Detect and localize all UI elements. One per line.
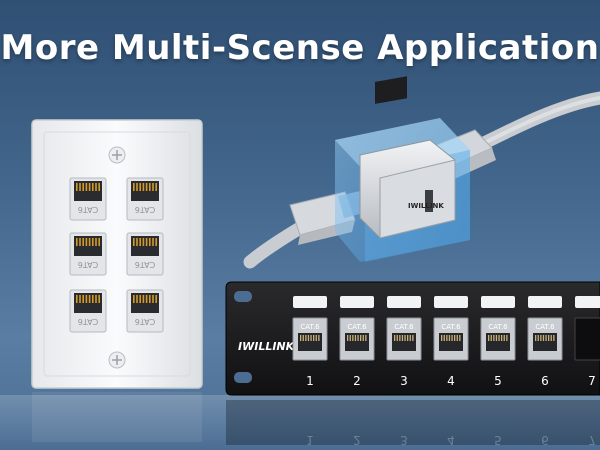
port-label: CAT.6 xyxy=(535,323,555,331)
panel-port-1[interactable]: CAT.6 1 xyxy=(292,296,328,388)
cable xyxy=(243,221,307,269)
port-label-slot xyxy=(434,296,468,308)
port-label: CAT.6 xyxy=(394,323,414,331)
port-label-slot xyxy=(528,296,562,308)
screw-icon xyxy=(108,351,126,369)
panel-reflection xyxy=(226,400,600,445)
port-label: CAT.6 xyxy=(441,323,461,331)
wall-jack[interactable]: CAT6 xyxy=(126,289,164,333)
panel-reflection-numbers: 1 2 3 4 5 6 7 xyxy=(306,433,596,447)
reflected-port-number: 2 xyxy=(353,433,361,447)
jack-label: CAT6 xyxy=(78,317,98,326)
mount-hole xyxy=(234,291,252,302)
panel-port-6[interactable]: CAT.6 6 xyxy=(527,296,563,388)
reflected-port-number: 6 xyxy=(541,433,549,447)
panel-port-3[interactable]: CAT.6 3 xyxy=(386,296,422,388)
mount-hole xyxy=(234,372,252,383)
port-number: 2 xyxy=(353,374,361,388)
port-number: 3 xyxy=(400,374,408,388)
port-label: CAT.6 xyxy=(347,323,367,331)
reflected-port-number: 7 xyxy=(588,433,596,447)
patch-panel-ports: CAT.6 1 CAT.6 2 CAT.6 3 CAT.6 4 CAT.6 5 CAT.6 6 7 xyxy=(292,296,600,388)
port-label-slot xyxy=(575,296,600,308)
reflected-port-number: 1 xyxy=(306,433,314,447)
panel-port-4[interactable]: CAT.6 4 xyxy=(433,296,469,388)
panel-port-7[interactable]: 7 xyxy=(574,296,600,388)
reflected-port-number: 5 xyxy=(494,433,502,447)
wall-jack[interactable]: CAT6 xyxy=(69,289,107,333)
panel-brand: IWILLINK xyxy=(238,340,296,353)
coupler-brand: IWILLINK xyxy=(408,202,444,210)
jack-label: CAT6 xyxy=(135,260,155,269)
jack-label: CAT6 xyxy=(78,260,98,269)
port-number: 4 xyxy=(447,374,455,388)
port-label: CAT.6 xyxy=(488,323,508,331)
port-number: 5 xyxy=(494,374,502,388)
port-label-slot xyxy=(293,296,327,308)
headline: More Multi-Scense Application xyxy=(0,28,600,68)
wall-jack[interactable]: CAT6 xyxy=(69,177,107,221)
jack-label: CAT6 xyxy=(135,317,155,326)
port-number: 6 xyxy=(541,374,549,388)
reflected-port-number: 3 xyxy=(400,433,408,447)
panel-port-5[interactable]: CAT.6 5 xyxy=(480,296,516,388)
jack-label: CAT6 xyxy=(78,205,98,214)
wall-jack[interactable]: CAT6 xyxy=(126,232,164,276)
coupler-body: IWILLINK xyxy=(359,76,456,239)
port-label-slot xyxy=(387,296,421,308)
panel-port-2[interactable]: CAT.6 2 xyxy=(339,296,375,388)
port-label: CAT.6 xyxy=(300,323,320,331)
wall-jack[interactable]: CAT6 xyxy=(126,177,164,221)
wall-plate-reflection xyxy=(32,392,202,442)
reflected-port-number: 4 xyxy=(447,433,455,447)
port-number: 7 xyxy=(588,374,596,388)
port-label-slot xyxy=(481,296,515,308)
port-number: 1 xyxy=(306,374,314,388)
wall-jack[interactable]: CAT6 xyxy=(69,232,107,276)
port-label-slot xyxy=(340,296,374,308)
patch-panel: IWILLINK CAT.61CAT.62CAT.63CAT.64CAT.65C… xyxy=(225,281,600,396)
jack-label: CAT6 xyxy=(135,205,155,214)
coupler-assembly: IWILLINK xyxy=(243,76,600,269)
screw-icon xyxy=(108,146,126,164)
floor-reflection xyxy=(0,395,600,450)
